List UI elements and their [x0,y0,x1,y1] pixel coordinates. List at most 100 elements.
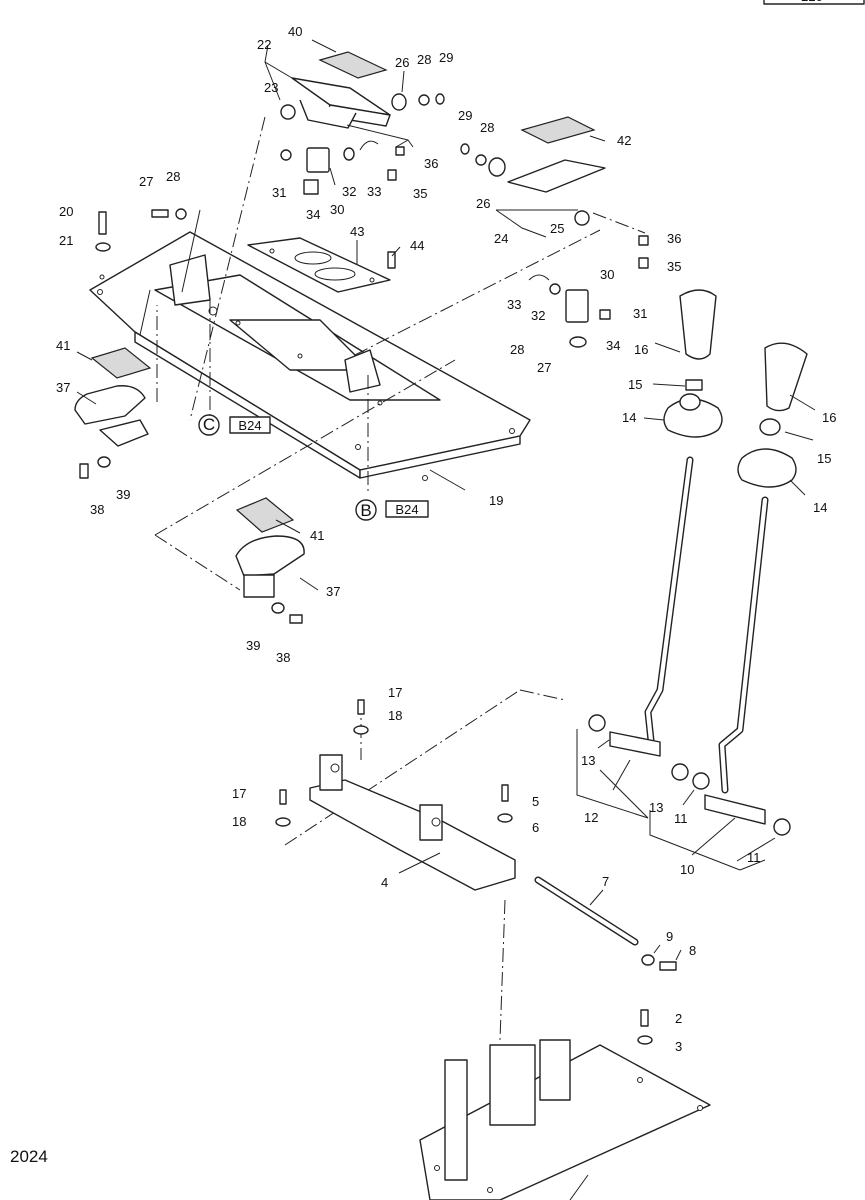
callout: 11 [674,811,688,826]
callout: 38 [90,502,104,517]
callout: 16 [822,410,836,425]
pad-41-left [90,347,152,379]
callout: 37 [326,584,340,599]
callout: 20 [59,204,73,219]
callout: 41 [310,528,324,543]
figure-code: 2024 [10,1147,48,1166]
callout: 34 [606,338,620,353]
centerline-6 [284,689,521,846]
callout: 12 [584,810,598,825]
callout: 29 [439,50,453,65]
lever-left [588,289,723,781]
callout: 30 [330,202,344,217]
callout: 44 [410,238,424,253]
pedal-22 [291,51,391,129]
callout: 29 [458,108,472,123]
pedal-24 [460,116,649,269]
callout: 31 [272,185,286,200]
callout: 23 [264,80,278,95]
centerline-3 [154,534,241,591]
callout: 10 [680,862,694,877]
callout: 30 [600,267,614,282]
callout: 31 [633,306,647,321]
callout: 33 [367,184,381,199]
callout: 18 [388,708,402,723]
leader-lines [76,39,816,1200]
section-ref-b-letter: B [360,501,371,520]
page-number-box: 220 [763,0,865,5]
callout: 38 [276,650,290,665]
callout: 13 [649,800,663,815]
callout: 41 [56,338,70,353]
hardware-left-top [95,208,396,269]
callout: 28 [480,120,494,135]
centerline-8 [592,212,646,234]
callout: 17 [388,685,402,700]
bracket-37-lower [235,535,305,624]
callout: 32 [342,184,356,199]
bracket-37-left [74,385,149,479]
callout: 34 [306,207,320,222]
callout: 15 [628,377,642,392]
centerline-4 [354,229,601,356]
callout: 39 [116,487,130,502]
callout: 19 [489,493,503,508]
callout: 11 [747,850,761,865]
callout: 2 [675,1011,682,1026]
callout: 15 [817,451,831,466]
centerline-5 [519,689,566,701]
callout: 5 [532,794,539,809]
callout: 40 [288,24,302,39]
callout: 26 [395,55,409,70]
plate-43 [247,237,391,293]
callout: 16 [634,342,648,357]
centerline-2 [154,359,456,536]
callout: 7 [602,874,609,889]
callout: 13 [581,753,595,768]
callout: 28 [417,52,431,67]
callout: 28 [166,169,180,184]
callout: 14 [622,410,636,425]
callout: 35 [667,259,681,274]
callout: 6 [532,820,539,835]
section-ref-c-letter: C [203,415,215,434]
callout: 25 [550,221,564,236]
callout: 42 [617,133,631,148]
callout: 27 [139,174,153,189]
callout: 18 [232,814,246,829]
callout: 21 [59,233,73,248]
callout: 43 [350,224,364,239]
callout: 28 [510,342,524,357]
console-cover [89,231,531,481]
callout: 35 [413,186,427,201]
section-ref-c: C B24 [198,414,271,436]
callout: 9 [666,929,673,944]
rod-7 [534,876,677,971]
section-ref-c-page: B24 [238,418,261,433]
callout: 33 [507,297,521,312]
hardware-30-36-top [280,140,405,195]
callout: 24 [494,231,508,246]
lever-right [692,342,808,836]
callout: 17 [232,786,246,801]
section-ref-b-page: B24 [395,502,418,517]
group-brackets [576,729,766,871]
floor-plate [419,1009,711,1200]
callout: 32 [531,308,545,323]
page-number: 220 [801,0,823,4]
base-bracket-4 [275,699,516,891]
callout: 37 [56,380,70,395]
bushing-26-top [280,93,445,120]
hardware-30-34-right [528,274,611,348]
callout: 36 [424,156,438,171]
callout: 4 [381,875,388,890]
callout-labels: 40 22 23 26 28 29 36 35 31 32 33 34 30 2… [56,24,836,1054]
callout: 3 [675,1039,682,1054]
callout: 36 [667,231,681,246]
callout: 14 [813,500,827,515]
callout: 39 [246,638,260,653]
callout: 26 [476,196,490,211]
centerline-7 [499,899,506,1041]
centerline-1 [189,116,266,421]
